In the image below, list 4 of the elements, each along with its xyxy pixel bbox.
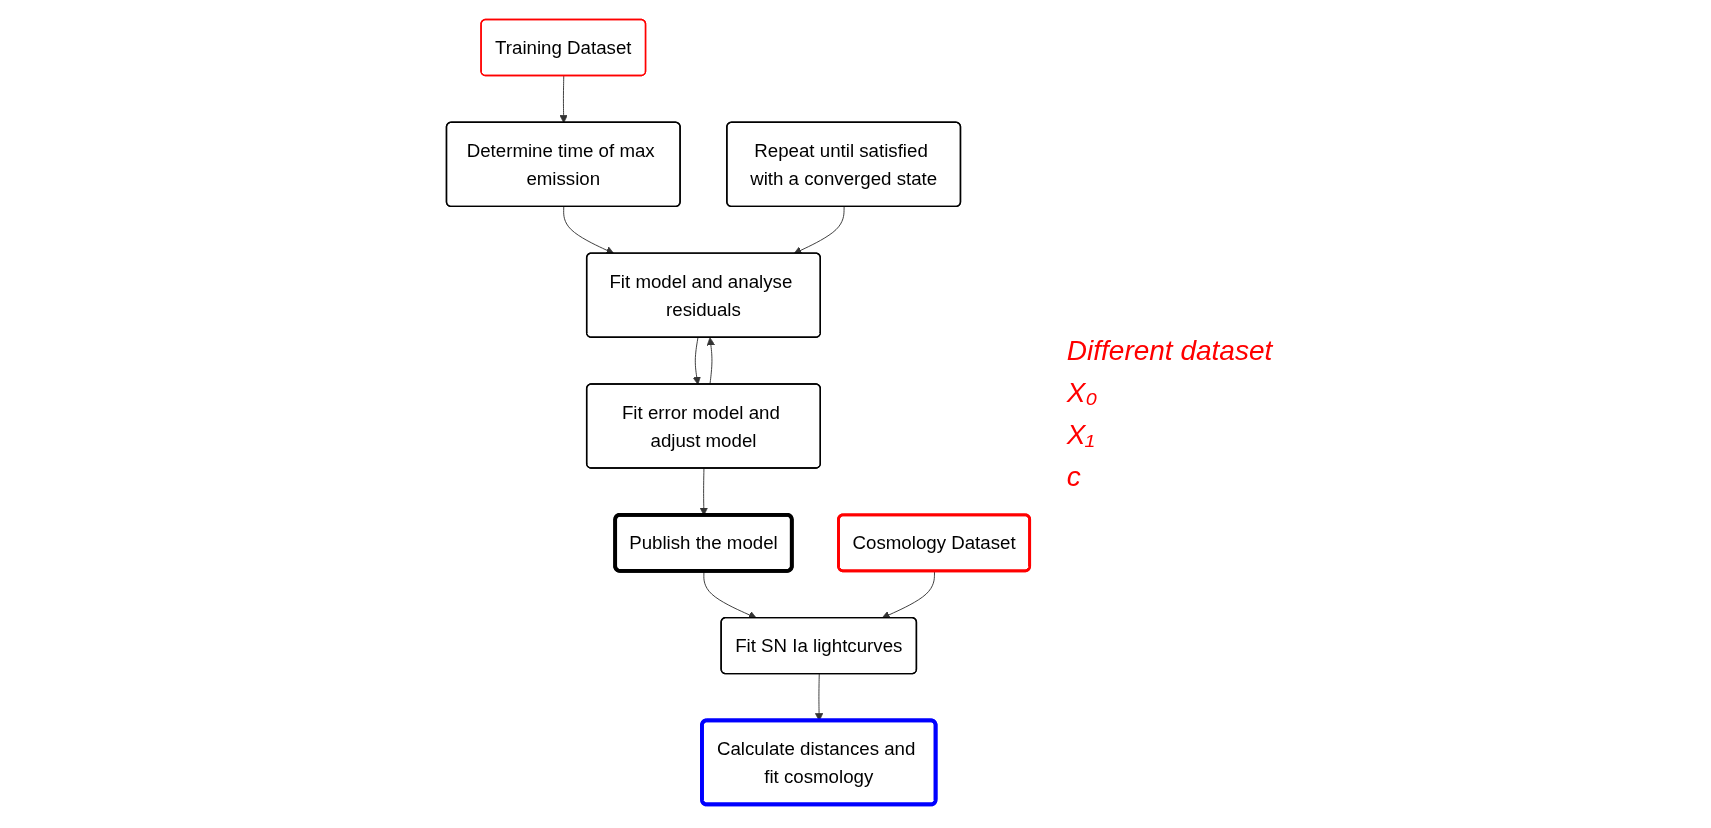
note-label: X₁ [1066, 419, 1096, 451]
note-label: c [1066, 461, 1082, 493]
note-label: X₀ [1066, 377, 1099, 409]
note-label: Different dataset [1066, 335, 1273, 367]
